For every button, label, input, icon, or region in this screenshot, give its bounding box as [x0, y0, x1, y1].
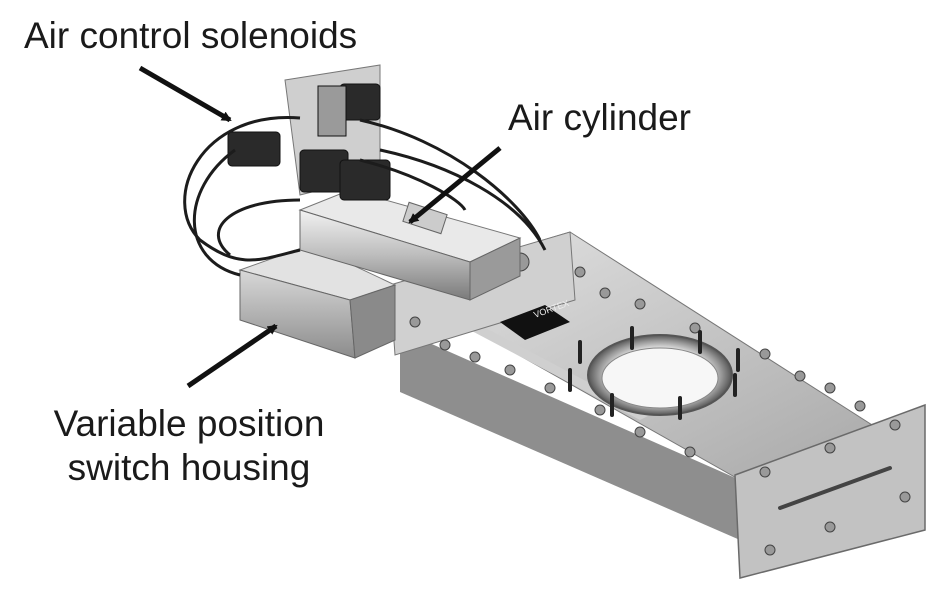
studs: [568, 326, 740, 420]
label-air-cylinder: Air cylinder: [508, 97, 691, 138]
label-air-control-solenoids: Air control solenoids: [24, 15, 358, 56]
solenoids: [227, 83, 391, 201]
label-line-1: Variable position: [53, 403, 325, 444]
label-variable-position-switch-housing: Variable position switch housing: [24, 402, 354, 490]
end-plate-slot: [778, 466, 892, 510]
air-cylinder: [298, 189, 522, 301]
port-inner: [601, 347, 719, 409]
air-hoses: [183, 116, 547, 277]
label-line-2: switch housing: [67, 447, 311, 488]
arrow-cylinder: [408, 146, 502, 224]
arrow-switch-housing: [186, 323, 278, 389]
pointer-arrows: [138, 65, 502, 389]
tray-side: [400, 330, 740, 540]
arrow-solenoids: [138, 65, 232, 123]
switch-housing: [238, 244, 397, 359]
